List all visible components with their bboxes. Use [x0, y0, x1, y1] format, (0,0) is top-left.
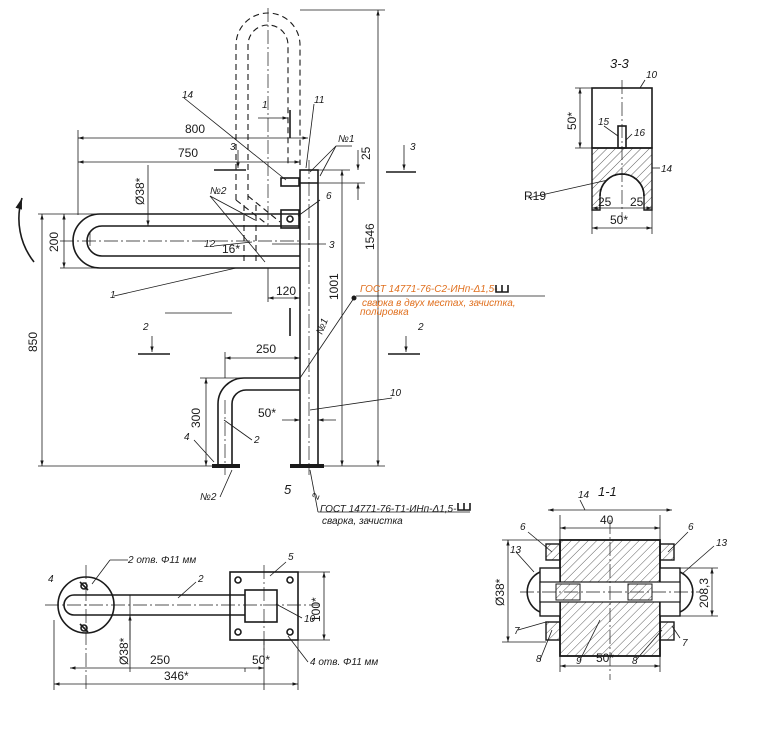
callout-n2b: №2 — [200, 492, 217, 503]
section-1-c7b: 7 — [682, 638, 688, 649]
weld-note-top-3: полировка — [360, 307, 409, 318]
section-3-r19: R19 — [524, 189, 546, 203]
section-1-c7a: 7 — [514, 626, 520, 637]
dim-25-main: 25 — [359, 146, 373, 160]
plan-view: 2 отв. Φ11 мм 4 2 5 10 4 отв. Φ11 мм 100… — [45, 552, 378, 690]
plan-c4: 4 — [48, 574, 54, 585]
section-3-c15: 15 — [598, 117, 610, 128]
dim-300: 300 — [189, 408, 203, 428]
plan-d100: 100* — [309, 597, 323, 622]
dim-1546: 1546 — [363, 223, 377, 250]
section-3-d25b: 25 — [630, 195, 644, 209]
plan-d250: 250 — [150, 653, 170, 667]
dim-250-main: 250 — [256, 342, 276, 356]
section-1-d38: Ø38* — [493, 578, 507, 606]
weld-note-bottom: ГОСТ 14771-76-Т1-ИНп-Δ1,5- — [320, 504, 457, 515]
callout-3a: 3 — [230, 142, 236, 153]
dim-850: 850 — [26, 332, 40, 352]
callout-3c: 3 — [410, 142, 416, 153]
callout-11: 11 — [314, 95, 324, 106]
dim-120: 120 — [276, 284, 296, 298]
section-3-d50b: 50* — [610, 213, 628, 227]
callout-1a: 1 — [262, 100, 268, 111]
plan-c10: 10 — [304, 614, 316, 625]
section-1-d40: 40 — [600, 513, 614, 527]
hinge-block — [280, 209, 300, 229]
weld-symbol-top — [495, 285, 509, 293]
callout-n1a: №1 — [338, 134, 354, 145]
plan-note-holes4: 4 отв. Φ11 мм — [310, 657, 378, 668]
callout-n2a: №2 — [210, 186, 227, 197]
callout-2b: 2 — [417, 322, 424, 333]
plan-d346: 346* — [164, 669, 189, 683]
section-1-c8b: 8 — [632, 656, 638, 667]
section-1-d50: 50* — [596, 651, 614, 665]
section-3-title: 3-3 — [610, 56, 630, 71]
dim-50-main: 50* — [258, 406, 276, 420]
section-3-c14: 14 — [661, 164, 673, 175]
callout-1b: 1 — [110, 290, 116, 301]
section-1-c13a: 13 — [510, 545, 522, 556]
section-3-c10: 10 — [646, 70, 658, 81]
section-1-c14: 14 — [578, 490, 590, 501]
section-1-c9: 9 — [576, 656, 582, 667]
section-1-c6b: 6 — [688, 522, 694, 533]
plan-pipe — [63, 594, 245, 616]
section-1-c6a: 6 — [520, 522, 526, 533]
section-1-c8a: 8 — [536, 654, 542, 665]
callout-14: 14 — [182, 90, 194, 101]
dim-1001: 1001 — [327, 273, 341, 300]
section-3-dim-50: 50* — [565, 112, 579, 130]
plan-c5: 5 — [288, 552, 294, 563]
dim-16: 16* — [222, 242, 240, 256]
callout-12: 12 — [204, 239, 216, 250]
weld-note-top-2: сварка в двух местах, зачистка, — [362, 298, 516, 309]
rotation-arrow — [15, 197, 35, 263]
section-3-3: 3-3 50* R19 25 25 50* 10 15 16 14 — [524, 56, 673, 234]
dim-800: 800 — [185, 122, 205, 136]
section-1-1: 1-1 40 14 Ø38* 208,3 50* 6 — [493, 484, 728, 680]
callout-10: 10 — [390, 388, 402, 399]
callout-6: 6 — [326, 191, 332, 202]
section-3-d25a: 25 — [598, 195, 612, 209]
callout-2d: 2 — [310, 492, 323, 502]
plan-c2: 2 — [197, 574, 204, 585]
callout-5: 5 — [284, 482, 292, 497]
callout-3b: 3 — [329, 240, 335, 251]
section-3-c16: 16 — [634, 128, 646, 139]
lower-pipe — [217, 377, 300, 466]
dim-200: 200 — [47, 232, 61, 252]
callout-2a: 2 — [142, 322, 149, 333]
dim-750: 750 — [178, 146, 198, 160]
main-view: 1 3 3 2 2 800 750 Ø38* 200 850 — [15, 8, 545, 527]
plan-d38: Ø38* — [117, 637, 131, 665]
callout-n1b: №1 — [315, 317, 331, 336]
dim-d38-main: Ø38* — [133, 177, 147, 205]
plan-d50: 50* — [252, 653, 270, 667]
callout-4: 4 — [184, 432, 190, 443]
section-1-title: 1-1 — [598, 484, 617, 499]
weld-note-bottom-2: сварка, зачистка — [322, 516, 403, 527]
plan-note-holes2: 2 отв. Φ11 мм — [127, 555, 196, 566]
weld-note-top: ГОСТ 14771-76-С2-ИНп-Δ1,5- — [360, 284, 498, 295]
weld-symbol-bottom — [457, 503, 471, 511]
section-1-d208: 208,3 — [697, 578, 711, 608]
section-1-c13b: 13 — [716, 538, 728, 549]
callout-2c: 2 — [253, 435, 260, 446]
